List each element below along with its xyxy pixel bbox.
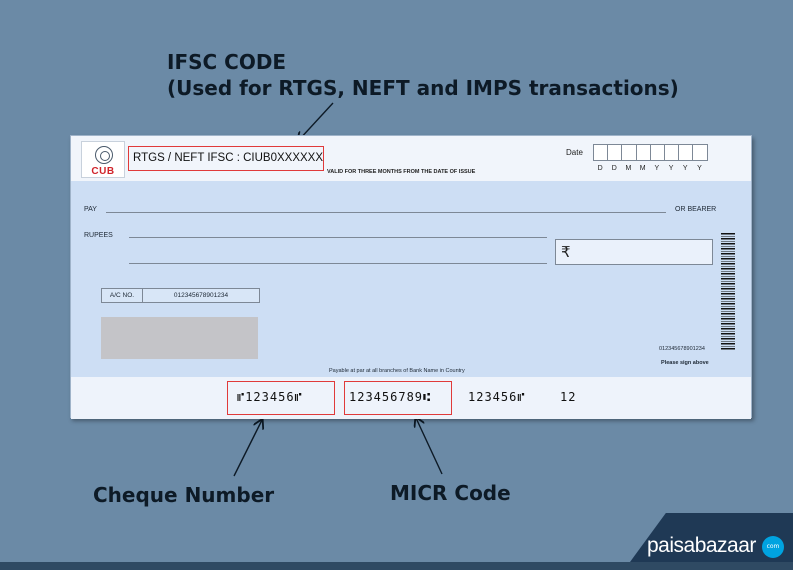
- barcode: [721, 233, 735, 351]
- date-letter: D: [597, 165, 603, 172]
- micr-code-callout: MICR Code: [390, 481, 511, 505]
- ifsc-callout-line1: IFSC CODE: [167, 50, 287, 74]
- payable-label: Payable at par at all branches of Bank N…: [329, 368, 465, 374]
- ifsc-callout-line2: (Used for RTGS, NEFT and IMPS transactio…: [167, 76, 679, 100]
- date-box: [678, 144, 694, 161]
- brand-logo-text: paisabazaar: [647, 534, 756, 557]
- acno-label: A/C NO.: [102, 289, 143, 302]
- bank-emblem-icon: [95, 146, 113, 164]
- cheque-number-highlight-box: [227, 381, 335, 415]
- date-letter: M: [639, 165, 646, 172]
- date-box: [649, 144, 665, 161]
- account-number-field: A/C NO. 012345678901234: [101, 288, 260, 303]
- rupees-label: RUPEES: [84, 232, 113, 239]
- sign-label: Please sign above: [661, 360, 709, 366]
- date-label: Date: [566, 148, 583, 157]
- signature-area: [101, 317, 258, 359]
- date-box: [635, 144, 651, 161]
- pay-label: PAY: [84, 206, 97, 213]
- bottom-account-number: 012345678901234: [659, 346, 705, 352]
- date-box: [663, 144, 680, 161]
- cheque-number-callout: Cheque Number: [93, 483, 275, 507]
- bank-logo-text: CUB: [91, 166, 115, 177]
- rupee-icon: ₹: [561, 244, 571, 261]
- micr-code-highlight-box: [344, 381, 452, 415]
- date-letter: Y: [697, 165, 702, 172]
- micr-arrow: [416, 418, 443, 475]
- date-box: [607, 144, 623, 161]
- date-boxes: [593, 144, 708, 161]
- micr-transaction-code: 12: [560, 390, 577, 404]
- date-letter: M: [625, 165, 632, 172]
- rupees-line: [129, 237, 547, 238]
- ifsc-callout-title: IFSC CODE (Used for RTGS, NEFT and IMPS …: [167, 49, 679, 101]
- pay-line: [106, 212, 666, 213]
- date-box: [621, 144, 637, 161]
- acno-value: 012345678901234: [173, 292, 229, 299]
- date-box: [593, 144, 609, 161]
- rupees-line: [129, 263, 547, 264]
- date-letter: Y: [654, 165, 660, 172]
- cheque-number-arrow: [233, 420, 262, 477]
- bottom-stripe: [0, 562, 793, 570]
- ifsc-highlight-box: RTGS / NEFT IFSC : CIUB0XXXXXX: [128, 146, 324, 171]
- cheque: CUB RTGS / NEFT IFSC : CIUB0XXXXXX VALID…: [70, 135, 752, 419]
- date-letter: D: [611, 165, 617, 172]
- micr-code-value: 123456789⑆: [349, 390, 432, 404]
- date-box: [692, 144, 708, 161]
- cheque-micr-band: [71, 377, 751, 419]
- date-letter: Y: [668, 165, 674, 172]
- or-bearer-label: OR BEARER: [675, 206, 717, 213]
- bank-logo: CUB: [81, 141, 125, 178]
- date-format-letters: D D M M Y Y Y Y: [593, 165, 707, 172]
- amount-box: ₹: [555, 239, 713, 265]
- micr-cheque-number: ⑈123456⑈: [237, 390, 303, 404]
- micr-account-value: 123456⑈: [468, 390, 526, 404]
- brand-com-badge: com: [762, 536, 784, 558]
- date-letter: Y: [682, 165, 688, 172]
- validity-text: VALID FOR THREE MONTHS FROM THE DATE OF …: [327, 169, 476, 175]
